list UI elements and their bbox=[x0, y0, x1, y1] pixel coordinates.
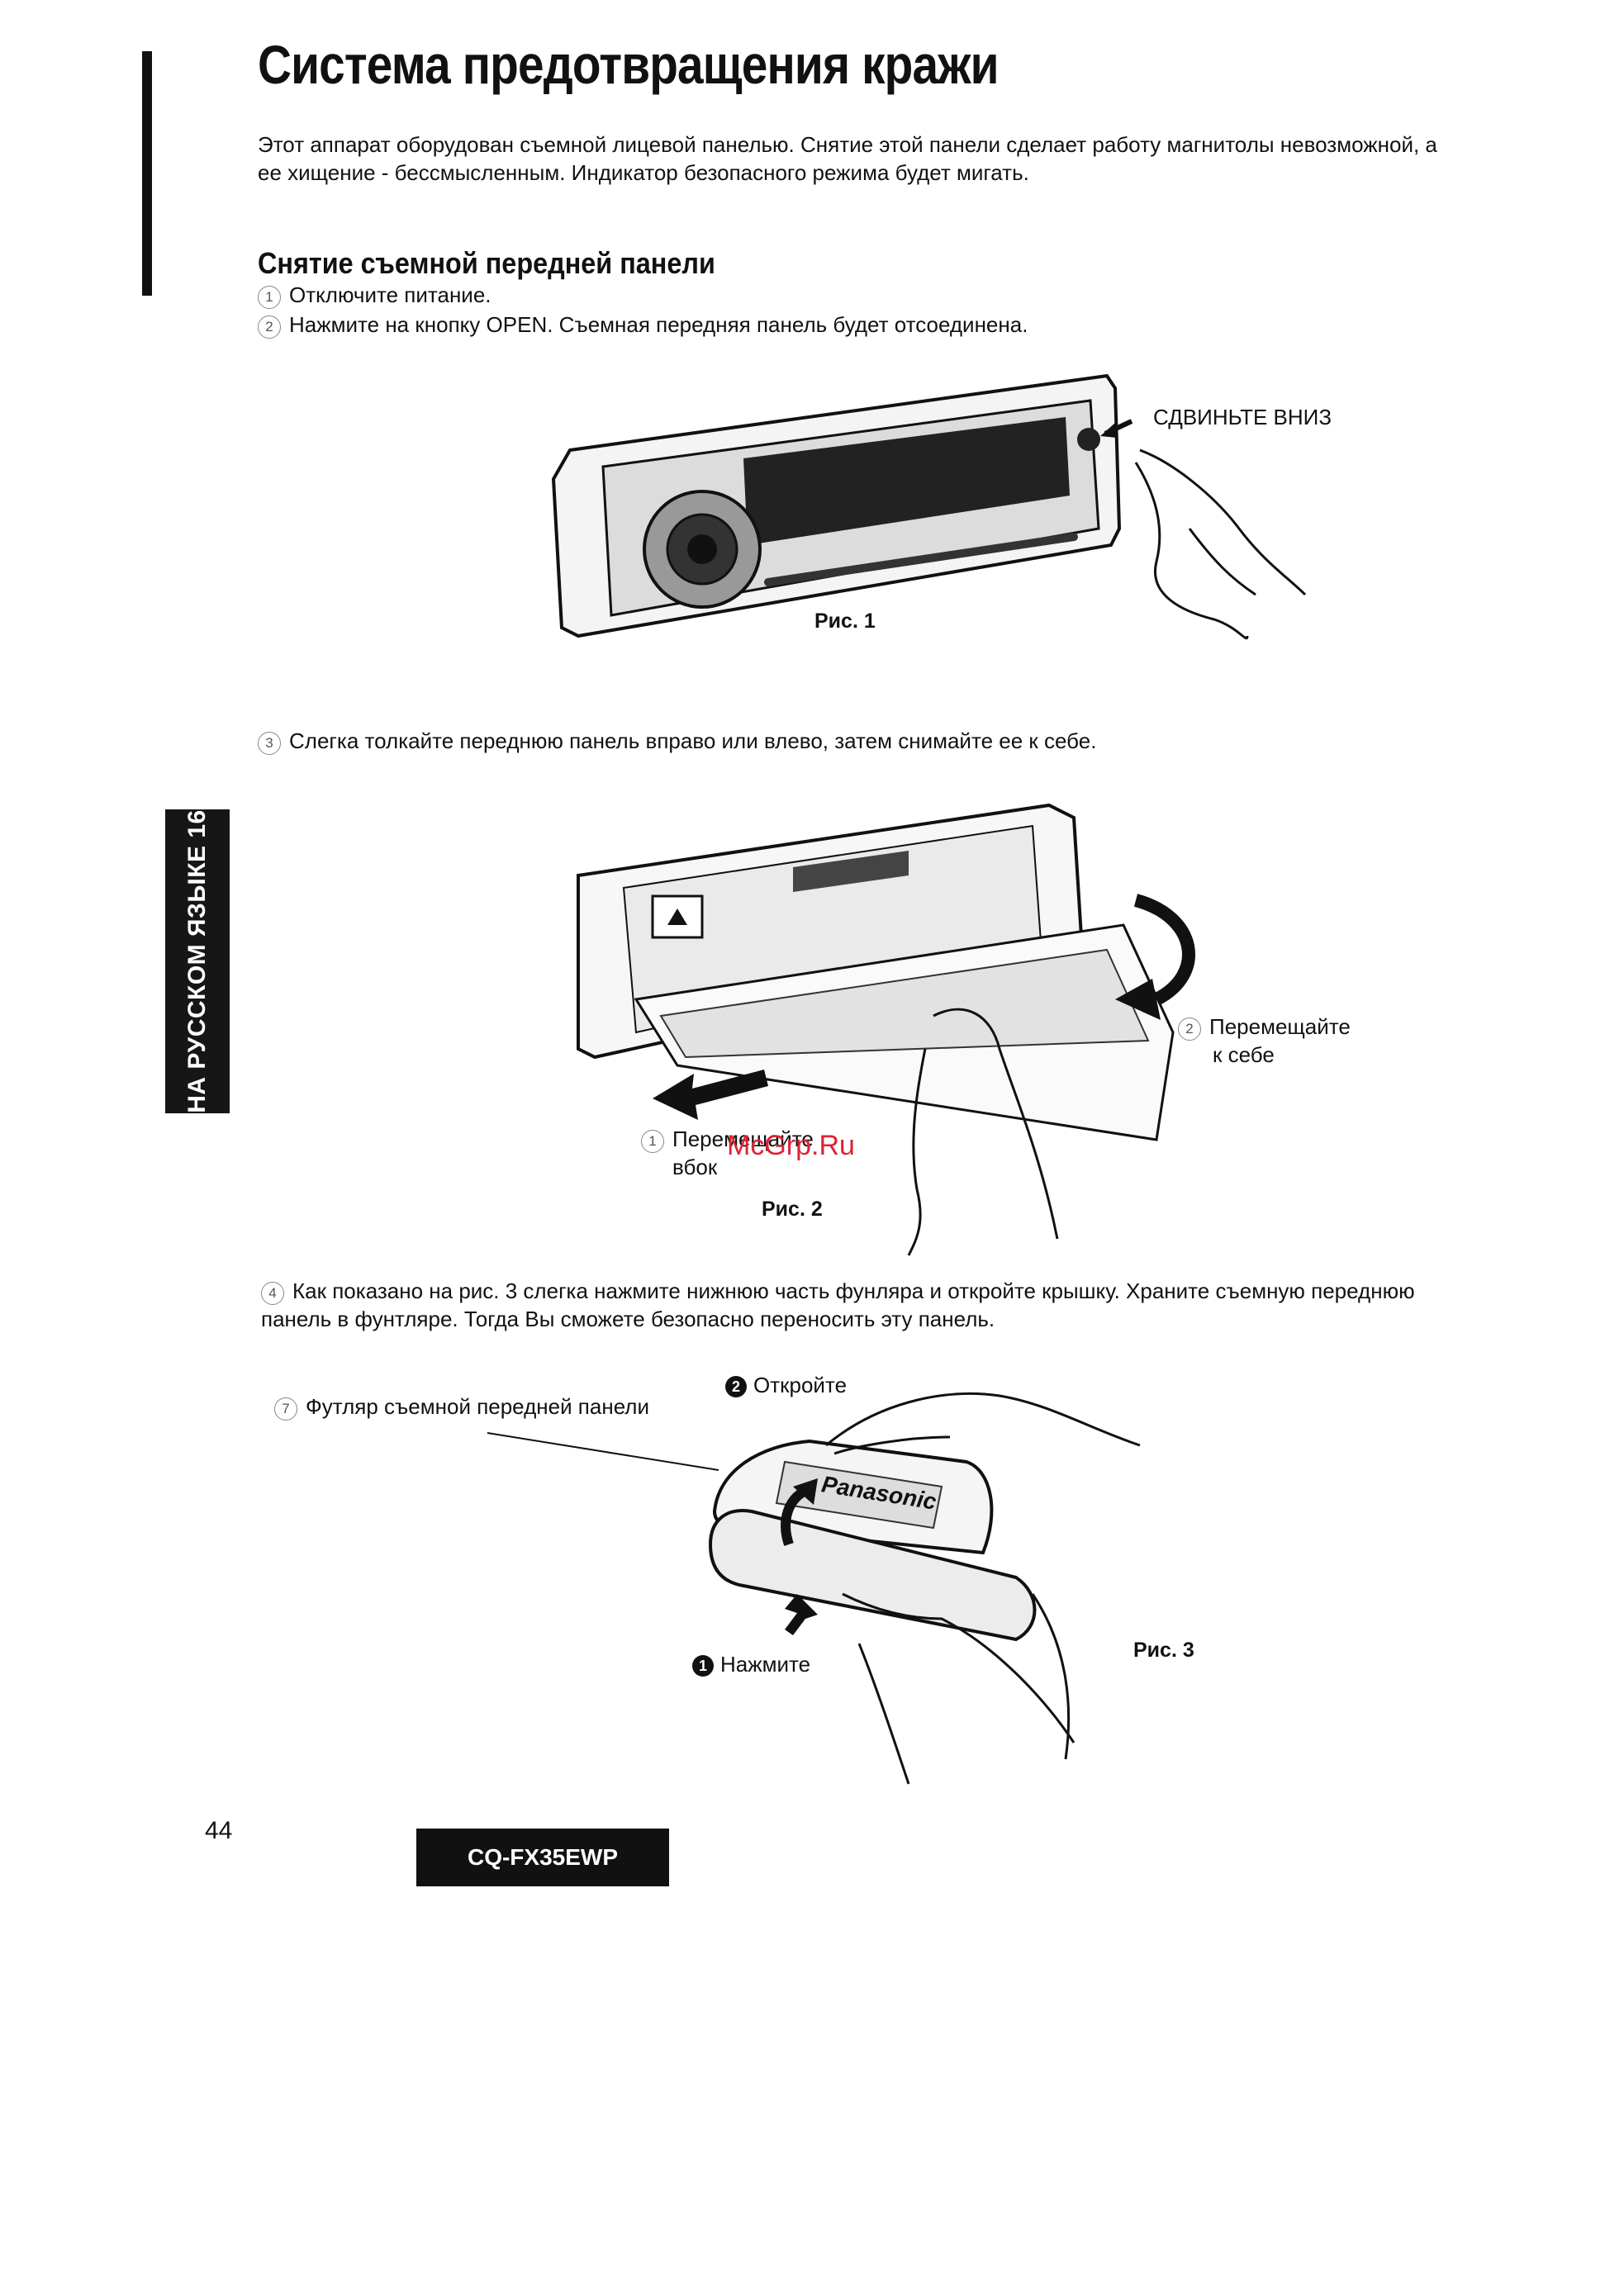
step-text: Слегка толкайте переднюю панель вправо и… bbox=[289, 728, 1097, 753]
step-number: 3 bbox=[258, 732, 281, 755]
label-line1: Перемещайте bbox=[672, 1127, 814, 1151]
step-number: 1 bbox=[258, 286, 281, 309]
step-text: Как показано на рис. 3 слегка нажмите ни… bbox=[261, 1278, 1415, 1331]
case-label-text: Футляр съемной передней панели bbox=[306, 1394, 649, 1419]
step-number: 4 bbox=[261, 1282, 284, 1305]
fig1-caption: Рис. 1 bbox=[814, 610, 876, 633]
fig2-caption: Рис. 2 bbox=[762, 1198, 823, 1221]
step-number: 2 bbox=[258, 315, 281, 339]
label-line2: к себе bbox=[1213, 1042, 1275, 1067]
fig1-slide-label: СДВИНЬТЕ ВНИЗ bbox=[1153, 405, 1332, 429]
step-text: Отключите питание. bbox=[289, 282, 491, 307]
page-number: 44 bbox=[205, 1817, 233, 1844]
margin-bar bbox=[142, 51, 152, 296]
fig2-label-move-toward: 2 Перемещайте к себе bbox=[1178, 1013, 1351, 1069]
step-2: 2 Нажмите на кнопку OPEN. Съемная передня… bbox=[258, 311, 1028, 339]
fig3-caption: Рис. 3 bbox=[1133, 1639, 1194, 1662]
language-side-tab: НА РУССКОМ ЯЗЫКЕ 16 bbox=[165, 809, 230, 1113]
fig2-label-move-sideways: 1 Перемещайте вбок bbox=[641, 1125, 814, 1181]
label-line2: вбок bbox=[672, 1155, 718, 1179]
page-title: Система предотвращения кражи bbox=[258, 34, 999, 95]
watermark: McGrp.Ru bbox=[727, 1130, 855, 1161]
label-number: 2 bbox=[1178, 1018, 1201, 1041]
step-1: 1 Отключите питание. bbox=[258, 281, 491, 309]
step-3: 3 Слегка толкайте переднюю панель вправо … bbox=[258, 727, 1096, 755]
case-brand-logo: Panasonic bbox=[819, 1471, 938, 1515]
fig3-open-label: 2 Откройте bbox=[725, 1371, 847, 1399]
fig3-case-label: 7 Футляр съемной передней панели bbox=[274, 1392, 649, 1421]
label-number: 1 bbox=[641, 1130, 664, 1153]
label-number: 7 bbox=[274, 1397, 297, 1421]
model-badge: CQ-FX35EWP bbox=[416, 1829, 669, 1886]
intro-paragraph: Этот аппарат оборудован съемной лицевой … bbox=[258, 132, 1437, 185]
section-heading: Снятие съемной передней панели bbox=[258, 246, 715, 280]
press-step-number: 1 bbox=[692, 1655, 714, 1677]
fig3-press-label: 1 Нажмите bbox=[692, 1650, 810, 1678]
step-text: Нажмите на кнопку OPEN. Съемная передняя… bbox=[289, 312, 1028, 337]
label-line1: Перемещайте bbox=[1209, 1014, 1351, 1039]
open-label-text: Откройте bbox=[753, 1373, 848, 1397]
open-step-number: 2 bbox=[725, 1376, 747, 1397]
press-label-text: Нажмите bbox=[720, 1652, 811, 1677]
language-side-tab-text: НА РУССКОМ ЯЗЫКЕ 16 bbox=[183, 809, 211, 1113]
